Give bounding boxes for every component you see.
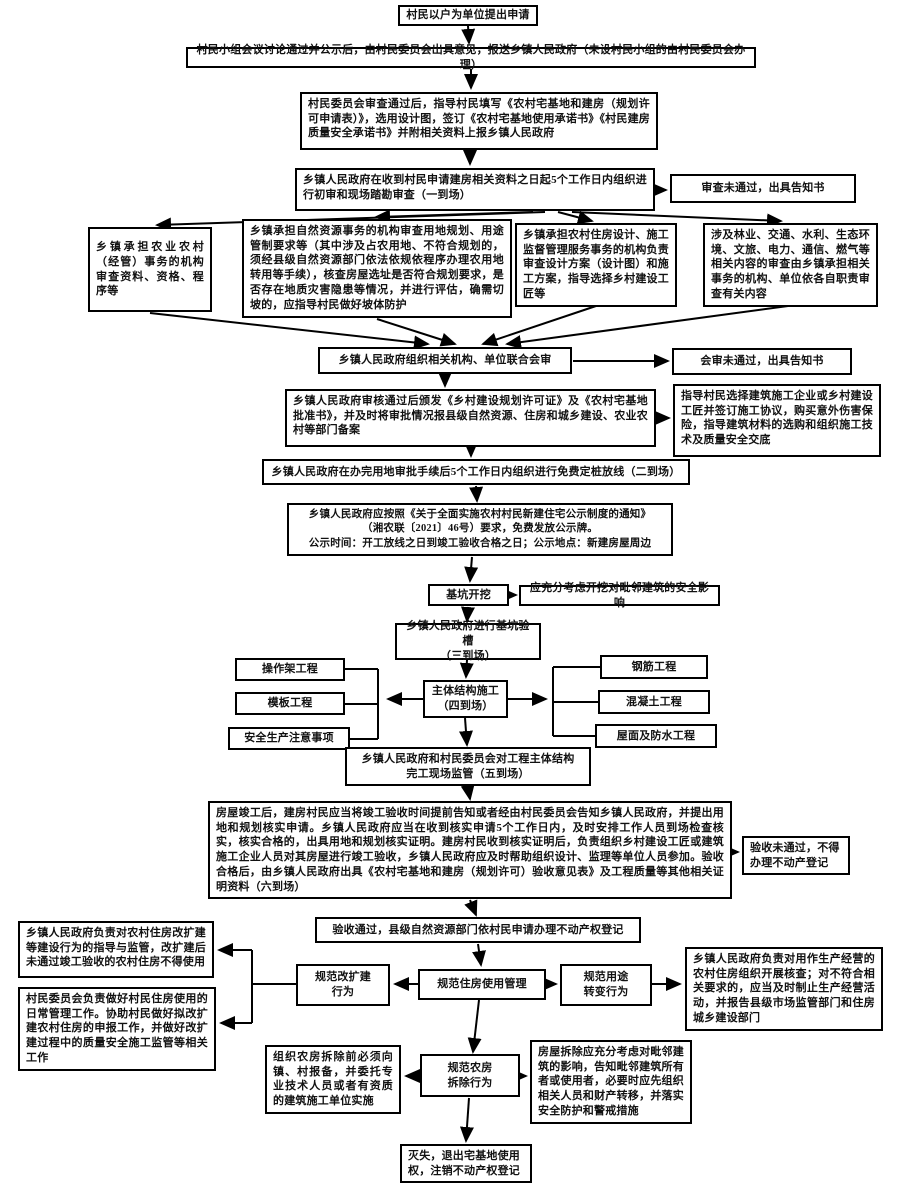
node-agri-org-review: 乡镇承担农业农村（经管）事务的机构审查资料、资格、程序等 bbox=[88, 227, 212, 312]
node-review-fail-notice: 审查未通过，出具告知书 bbox=[670, 174, 856, 203]
node-pit-excavation: 基坑开挖 bbox=[428, 584, 509, 606]
node-rebar-work: 钢筋工程 bbox=[600, 655, 708, 679]
node-roof-waterproof-work: 屋面及防水工程 bbox=[595, 724, 717, 748]
node-joint-review: 乡镇人民政府组织相关机构、单位联合会审 bbox=[318, 347, 572, 374]
node-concrete-work: 混凝土工程 bbox=[598, 690, 710, 714]
node-other-sectors-review: 涉及林业、交通、水利、生态环境、文旅、电力、通信、燃气等相关内容的审查由乡镇承担… bbox=[703, 223, 878, 307]
node-apply: 村民以户为单位提出申请 bbox=[398, 5, 538, 26]
node-demolition-regulation: 规范农房 拆除行为 bbox=[420, 1054, 520, 1097]
node-gov-renovation-supervision: 乡镇人民政府负责对农村住房改扩建等建设行为的指导与监管，改扩建后未通过竣工验收的… bbox=[18, 921, 214, 978]
node-scaffold-work: 操作架工程 bbox=[235, 658, 345, 681]
node-demolition-safety: 房屋拆除应充分考虑对毗邻建筑的影响，告知毗邻建筑所有者或使用者，必要时应先组织相… bbox=[530, 1040, 692, 1124]
node-joint-review-fail-notice: 会审未通过，出具告知书 bbox=[672, 348, 852, 375]
node-acceptance-fail-notice: 验收未通过，不得 办理不动产登记 bbox=[742, 836, 850, 876]
node-permit-issue: 乡镇人民政府审核通过后颁发《乡村建设规划许可证》及《农村宅基地批准书》，并及时将… bbox=[285, 389, 656, 447]
node-formwork: 模板工程 bbox=[235, 692, 345, 715]
node-housing-design-review: 乡镇承担农村住房设计、施工监督管理服务事务的机构负责审查设计方案（设计图）和施工… bbox=[515, 223, 677, 307]
node-structure-completion-supervision: 乡镇人民政府和村民委员会对工程主体结构 完工现场监管（五到场） bbox=[345, 747, 591, 786]
node-usage-management: 规范住房使用管理 bbox=[418, 969, 546, 1000]
node-completion-acceptance: 房屋竣工后，建房村民应当将竣工验收时间提前告知或者经由村民委员会告知乡镇人民政府… bbox=[208, 801, 732, 900]
node-group-discussion: 村民小组会议讨论通过并公示后，由村民委员会出具意见，报送乡镇人民政府（未设村民小… bbox=[186, 44, 756, 71]
node-public-notice: 乡镇人民政府应按照《关于全面实施农村村民新建住宅公示制度的通知》 （湘农联〔20… bbox=[287, 503, 673, 556]
node-demolition-filing: 组织农房拆除前必须向镇、村报备，并委托专业技术人员或者有资质的建筑施工单位实施 bbox=[265, 1045, 401, 1114]
node-renovation-regulation: 规范改扩建 行为 bbox=[296, 964, 390, 1006]
node-main-structure: 主体结构施工 （四到场） bbox=[423, 680, 508, 718]
node-initial-review: 乡镇人民政府在收到村民申请建房相关资料之日起5个工作日内组织进行初审和现场踏勘审… bbox=[295, 168, 655, 211]
node-committee-daily-management: 村民委员会负责做好村民住房使用的日常管理工作。协助村民做好拟改扩建农村住房的申报… bbox=[18, 987, 216, 1071]
node-committee-review: 村民委员会审查通过后，指导村民填写《农村宅基地和建房（规划许可申请表）》，选用设… bbox=[300, 92, 658, 150]
node-pit-inspection: 乡镇人民政府进行基坑验槽 （三到场） bbox=[395, 620, 541, 662]
node-property-registration: 验收通过，县级自然资源部门依村民申请办理不动产权登记 bbox=[315, 917, 641, 943]
node-stakeout: 乡镇人民政府在办完用地审批手续后5个工作日内组织进行免费定桩放线（二到场） bbox=[262, 459, 690, 485]
node-business-use-check: 乡镇人民政府负责对用作生产经营的农村住房组织开展核查；对不符合相关要求的，应当及… bbox=[685, 947, 883, 1031]
node-deregistration: 灭失，退出宅基地使用 权，注销不动产权登记 bbox=[400, 1144, 532, 1184]
node-natural-resource-review: 乡镇承担自然资源事务的机构审查用地规划、用途管制要求等（其中涉及占农用地、不符合… bbox=[242, 219, 512, 318]
node-safety-notes: 安全生产注意事项 bbox=[228, 727, 350, 750]
node-builder-selection-guidance: 指导村民选择建筑施工企业或乡村建设工匠并签订施工协议，购买意外伤害保险，指导建筑… bbox=[673, 384, 881, 457]
node-usage-change-regulation: 规范用途 转变行为 bbox=[560, 964, 652, 1006]
node-excavation-safety-note: 应充分考虑开挖对毗邻建筑的安全影响 bbox=[519, 582, 720, 609]
